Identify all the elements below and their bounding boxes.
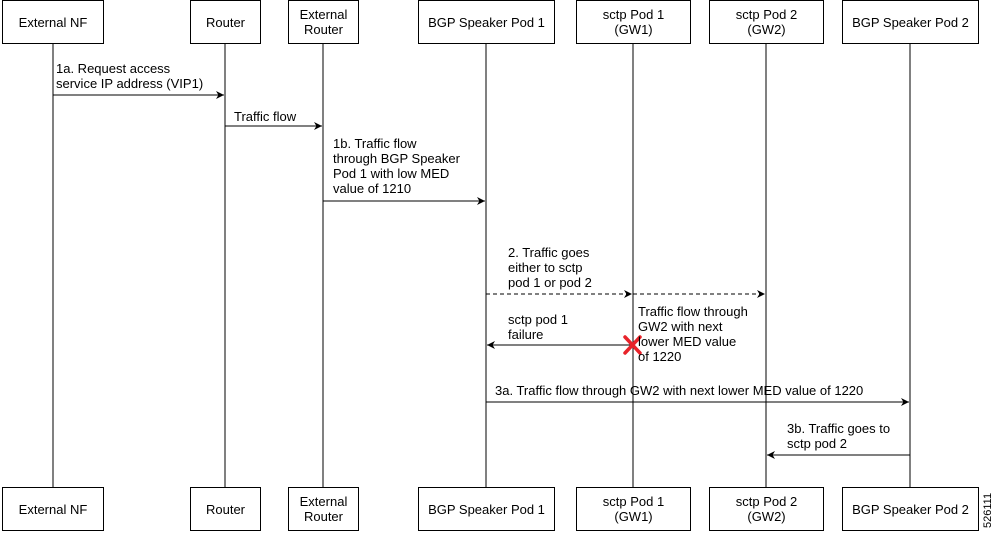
- message-label-traffic-flow: Traffic flow: [234, 109, 297, 124]
- x-mark-icon-stroke: [623, 335, 642, 355]
- participant-label: External NF: [18, 501, 88, 517]
- participant-label: sctp Pod 1 (GW1): [602, 7, 665, 37]
- participant-label: BGP Speaker Pod 1: [428, 14, 545, 30]
- message-label-3a: 3a. Traffic flow through GW2 with next l…: [495, 383, 864, 398]
- participant-bottom-bgp-speaker-pod-2: BGP Speaker Pod 2: [842, 487, 979, 531]
- participant-top-external-nf: External NF: [2, 0, 104, 44]
- note-gw2: Traffic flow through GW2 with next lower…: [638, 304, 748, 364]
- participant-top-bgp-speaker-pod-1: BGP Speaker Pod 1: [418, 0, 555, 44]
- participant-label: External Router: [299, 494, 348, 524]
- participant-bottom-sctp-pod-1: sctp Pod 1 (GW1): [576, 487, 691, 531]
- participant-label: BGP Speaker Pod 1: [428, 501, 545, 517]
- participant-top-sctp-pod-1: sctp Pod 1 (GW1): [576, 0, 691, 44]
- message-label-1a: 1a. Request access service IP address (V…: [56, 61, 204, 91]
- participant-label: External NF: [18, 14, 88, 30]
- participant-bottom-bgp-speaker-pod-1: BGP Speaker Pod 1: [418, 487, 555, 531]
- participant-top-bgp-speaker-pod-2: BGP Speaker Pod 2: [842, 0, 979, 44]
- participant-label: sctp Pod 1 (GW1): [602, 494, 665, 524]
- participant-bottom-external-router: External Router: [288, 487, 359, 531]
- participant-label: BGP Speaker Pod 2: [852, 14, 969, 30]
- failure-marker: [623, 335, 642, 355]
- participant-top-external-router: External Router: [288, 0, 359, 44]
- message-label-3b: 3b. Traffic goes to sctp pod 2: [787, 421, 891, 451]
- participant-label: Router: [205, 14, 246, 30]
- message-label-failure: sctp pod 1 failure: [508, 312, 568, 342]
- message-label-2: 2. Traffic goes either to sctp pod 1 or …: [508, 245, 592, 290]
- participant-label: sctp Pod 2 (GW2): [735, 7, 798, 37]
- participant-top-router: Router: [190, 0, 261, 44]
- participant-label: External Router: [299, 7, 348, 37]
- participant-bottom-router: Router: [190, 487, 261, 531]
- figure-id: 526111: [982, 492, 994, 528]
- participant-top-sctp-pod-2: sctp Pod 2 (GW2): [709, 0, 824, 44]
- participant-label: Router: [205, 501, 246, 517]
- participant-label: sctp Pod 2 (GW2): [735, 494, 798, 524]
- participant-bottom-sctp-pod-2: sctp Pod 2 (GW2): [709, 487, 824, 531]
- participant-bottom-external-nf: External NF: [2, 487, 104, 531]
- participant-label: BGP Speaker Pod 2: [852, 501, 969, 517]
- message-label-1b: 1b. Traffic flow through BGP Speaker Pod…: [333, 136, 460, 196]
